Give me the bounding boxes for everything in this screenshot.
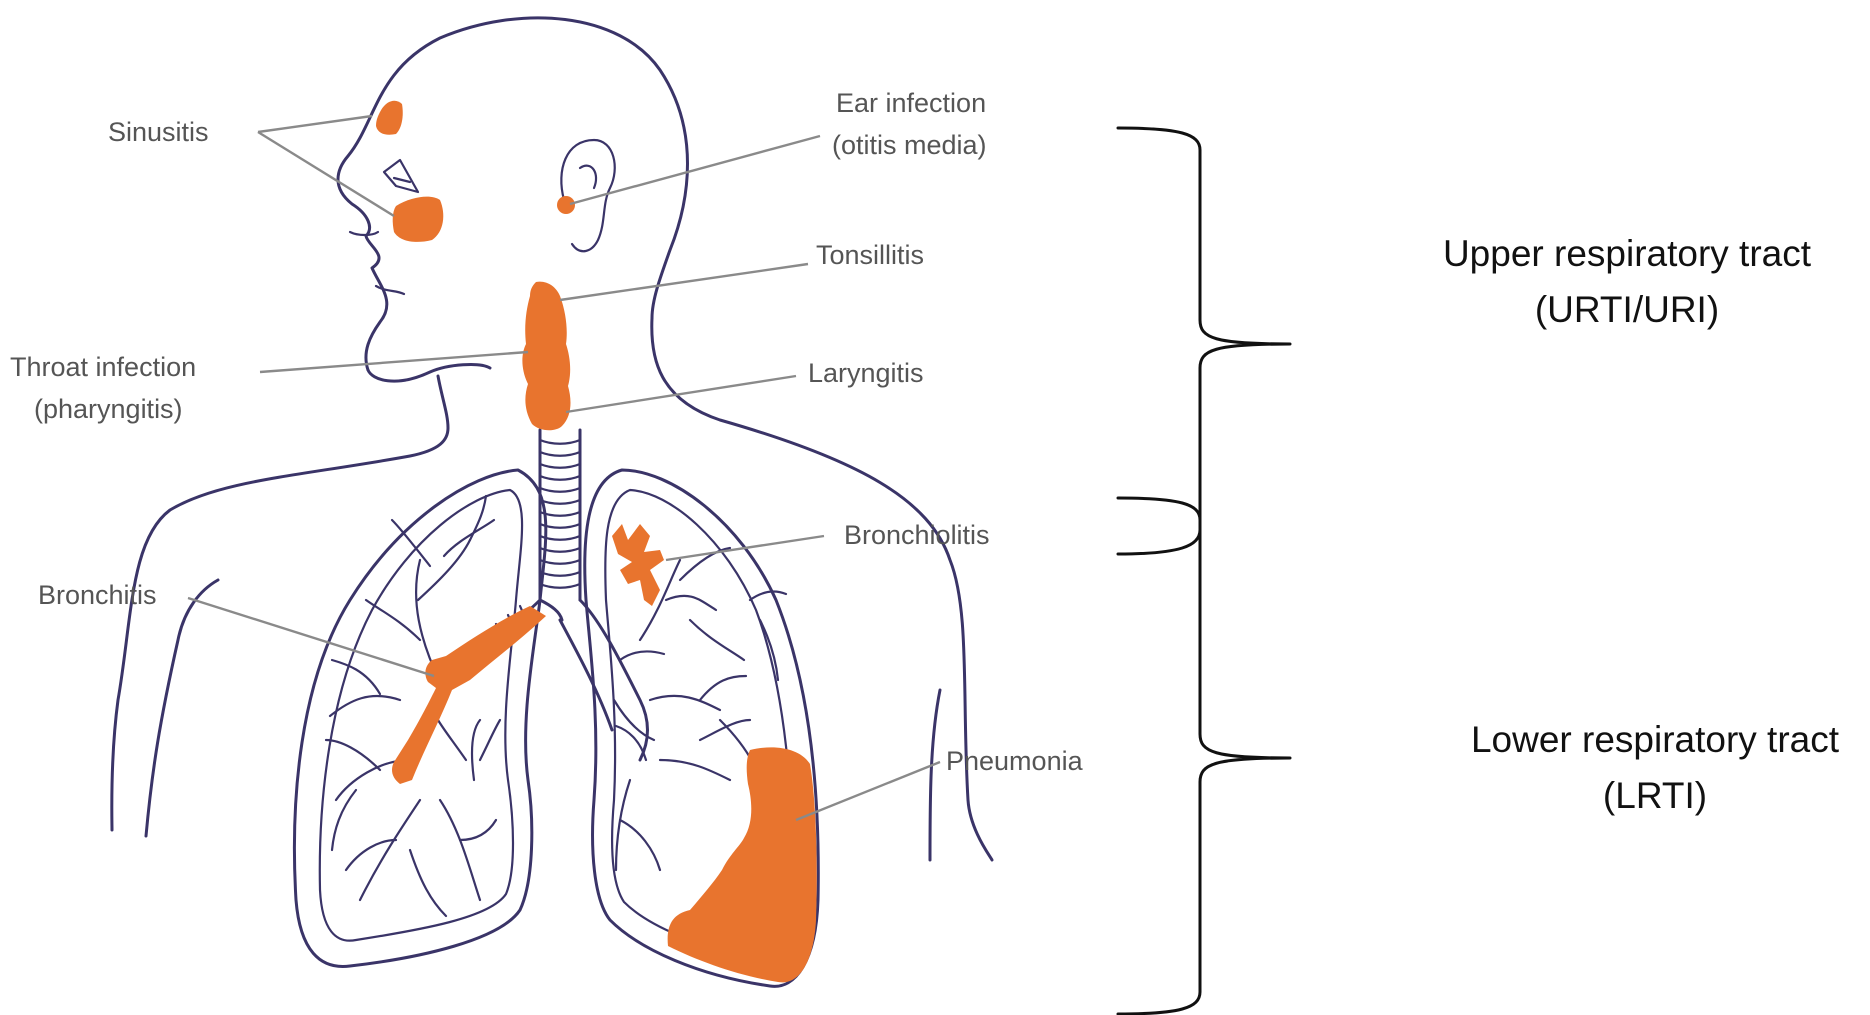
- trachea: [460, 430, 648, 760]
- label-bronchitis: Bronchitis: [38, 580, 157, 610]
- label-pneumonia: Pneumonia: [946, 746, 1084, 776]
- ear-infection-site: [557, 196, 575, 214]
- label-tonsillitis: Tonsillitis: [816, 240, 924, 270]
- left-lung: [294, 470, 545, 966]
- trachea-ring: [540, 572, 580, 576]
- bronchiolitis-site: [612, 524, 664, 606]
- bronchitis-site: [392, 606, 546, 784]
- upper-tract-abbrev: (URTI/URI): [1535, 289, 1719, 330]
- trachea-ring: [540, 440, 580, 444]
- label-otitis-media: (otitis media): [832, 130, 987, 160]
- sinus-frontal-infection: [376, 101, 403, 135]
- trachea-ring: [540, 464, 580, 468]
- section-labels: Upper respiratory tract (URTI/URI) Lower…: [1443, 233, 1840, 816]
- infection-sites: [376, 101, 817, 983]
- pneumonia-site: [668, 747, 817, 982]
- trachea-ring: [540, 488, 580, 492]
- label-sinusitis: Sinusitis: [108, 117, 209, 147]
- lower-tract-label: Lower respiratory tract: [1471, 719, 1840, 760]
- braces: [1118, 128, 1290, 1014]
- label-laryngitis: Laryngitis: [808, 358, 924, 388]
- trachea-ring: [540, 452, 580, 456]
- trachea-ring: [540, 560, 580, 564]
- label-throat-infection: Throat infection: [10, 352, 196, 382]
- label-bronchiolitis: Bronchiolitis: [844, 520, 990, 550]
- trachea-ring: [540, 584, 580, 588]
- sinus-maxillary-infection: [393, 197, 444, 242]
- trachea-ring: [540, 500, 580, 504]
- lower-tract-abbrev: (LRTI): [1603, 775, 1707, 816]
- label-pharyngitis: (pharyngitis): [34, 394, 183, 424]
- upper-tract-label: Upper respiratory tract: [1443, 233, 1812, 274]
- lower-tract-brace: [1118, 498, 1290, 1014]
- label-ear-infection: Ear infection: [836, 88, 986, 118]
- throat-infection-site: [522, 282, 570, 431]
- upper-tract-brace: [1118, 128, 1290, 554]
- bronchial-tree: [326, 496, 786, 916]
- trachea-ring: [540, 476, 580, 480]
